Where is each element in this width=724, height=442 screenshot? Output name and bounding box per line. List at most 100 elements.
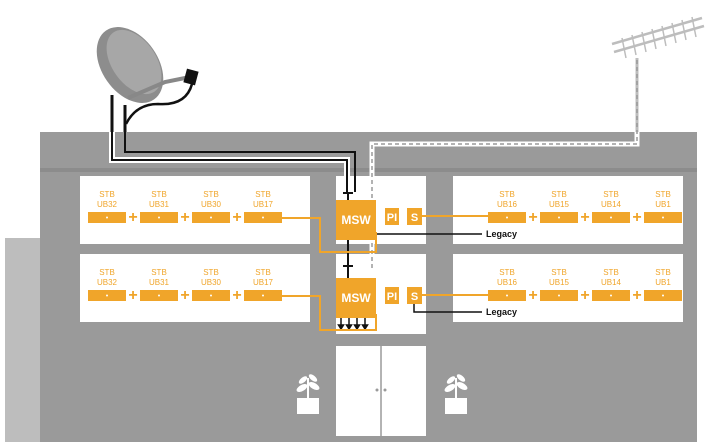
satellite-cable bbox=[111, 95, 348, 192]
led-dot bbox=[558, 216, 560, 219]
ub-label: UB30 bbox=[201, 200, 222, 209]
led-dot bbox=[506, 216, 508, 219]
plus-sign: + bbox=[128, 287, 137, 304]
ub-label: UB17 bbox=[253, 200, 274, 209]
ub-label: UB30 bbox=[201, 278, 222, 287]
led-dot bbox=[662, 294, 664, 297]
floor2-msw-label: MSW bbox=[341, 291, 371, 305]
stb-label: STB bbox=[255, 190, 271, 199]
plus-sign: + bbox=[180, 287, 189, 304]
led-dot bbox=[262, 216, 264, 219]
stb-label: STB bbox=[603, 268, 619, 277]
ub-label: UB32 bbox=[97, 200, 118, 209]
plus-sign: + bbox=[232, 287, 241, 304]
floor2-switch-group: MSW PI S Legacy bbox=[336, 266, 517, 331]
floor1-legacy-label: Legacy bbox=[486, 229, 517, 239]
floor2-legacy-label: Legacy bbox=[486, 307, 517, 317]
floor2-s-box bbox=[407, 287, 422, 304]
floor1-s-label: S bbox=[411, 212, 418, 224]
plus-sign: + bbox=[632, 209, 641, 226]
antenna-icon bbox=[611, 16, 705, 132]
floor2-right-panel bbox=[453, 254, 683, 322]
ub-label: UB32 bbox=[97, 278, 118, 287]
stb-label: STB bbox=[551, 190, 567, 199]
led-dot bbox=[158, 216, 160, 219]
plus-sign: + bbox=[528, 287, 537, 304]
led-dot bbox=[210, 216, 212, 219]
stb-label: STB bbox=[655, 190, 671, 199]
floor2-left-panel bbox=[80, 254, 310, 322]
ub-label: UB16 bbox=[497, 200, 518, 209]
satellite-dish-icon bbox=[96, 27, 199, 132]
stb-label: STB bbox=[203, 190, 219, 199]
stb-label: STB bbox=[499, 268, 515, 277]
terrestrial-cable bbox=[371, 60, 638, 270]
plus-sign: + bbox=[128, 209, 137, 226]
stb-label: STB bbox=[99, 190, 115, 199]
led-dot bbox=[106, 294, 108, 297]
ub-label: UB31 bbox=[149, 200, 170, 209]
stb-label: STB bbox=[603, 190, 619, 199]
satellite-cable-2 bbox=[124, 105, 356, 192]
stb-label: STB bbox=[255, 268, 271, 277]
led-dot bbox=[610, 294, 612, 297]
stb-layer: STBUB32+STBUB31+STBUB30+STBUB17STBUB16+S… bbox=[88, 190, 682, 304]
floor2-legacy-line bbox=[413, 304, 482, 313]
led-dot bbox=[210, 294, 212, 297]
roof-ledge bbox=[40, 168, 697, 172]
led-dot bbox=[106, 216, 108, 219]
led-dot bbox=[662, 216, 664, 219]
ub-label: UB16 bbox=[497, 278, 518, 287]
plant-icon bbox=[444, 374, 468, 414]
led-dot bbox=[262, 294, 264, 297]
ub-label: UB14 bbox=[601, 200, 622, 209]
ub-label: UB14 bbox=[601, 278, 622, 287]
floor1-left-feed bbox=[282, 217, 377, 253]
ub-label: UB31 bbox=[149, 278, 170, 287]
floor2-s-label: S bbox=[411, 291, 418, 303]
led-dot bbox=[558, 294, 560, 297]
ub-label: UB15 bbox=[549, 278, 570, 287]
ub-label: UB15 bbox=[549, 200, 570, 209]
plus-sign: + bbox=[580, 287, 589, 304]
plus-sign: + bbox=[232, 209, 241, 226]
plus-sign: + bbox=[528, 209, 537, 226]
floor1-msw-box bbox=[336, 200, 376, 240]
stb-label: STB bbox=[203, 268, 219, 277]
floor1-right-panel bbox=[453, 176, 683, 244]
floor2-left-feed bbox=[282, 295, 377, 331]
stb-label: STB bbox=[499, 190, 515, 199]
floor1-pi-box bbox=[385, 208, 399, 225]
terminator-arrows-icon bbox=[337, 318, 369, 331]
annex-building bbox=[5, 238, 45, 442]
ub-label: UB17 bbox=[253, 278, 274, 287]
plus-sign: + bbox=[580, 209, 589, 226]
floor1-msw-label: MSW bbox=[341, 213, 371, 227]
stb-label: STB bbox=[655, 268, 671, 277]
led-dot bbox=[610, 216, 612, 219]
floor1-pi-label: PI bbox=[387, 212, 397, 224]
plus-sign: + bbox=[180, 209, 189, 226]
plant-icon bbox=[296, 374, 320, 414]
floor2-pi-label: PI bbox=[387, 291, 397, 303]
stb-label: STB bbox=[151, 190, 167, 199]
stb-label: STB bbox=[551, 268, 567, 277]
ub-label: UB1 bbox=[655, 200, 671, 209]
ub-label: UB1 bbox=[655, 278, 671, 287]
stb-label: STB bbox=[99, 268, 115, 277]
stb-label: STB bbox=[151, 268, 167, 277]
